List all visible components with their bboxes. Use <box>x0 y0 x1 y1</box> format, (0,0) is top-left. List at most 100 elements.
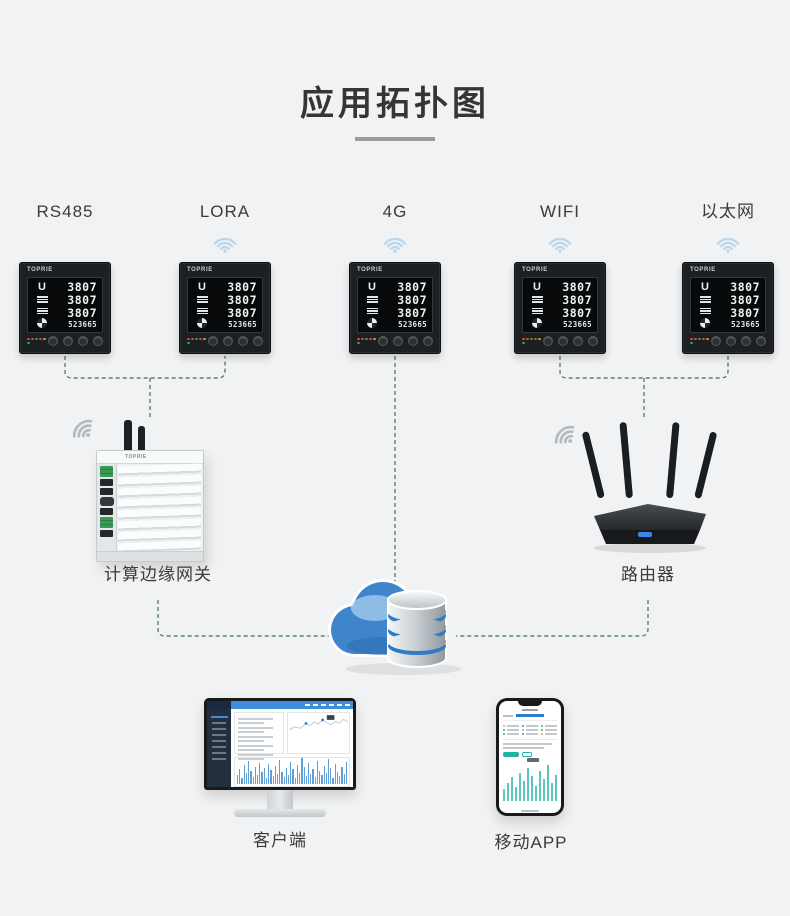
chart-bar <box>248 761 250 784</box>
ethernet-port <box>100 530 113 537</box>
meter-footer <box>357 335 433 347</box>
meter-energy-reading: 523665 <box>731 320 760 329</box>
meter-display: U 3807 3807 3807 523665 <box>187 277 263 333</box>
chart-bar <box>288 775 290 784</box>
gateway-ports-panel <box>97 464 117 561</box>
chart-bar <box>305 776 307 784</box>
router-antenna <box>694 432 717 499</box>
meter-brand-logo: TOPRIE <box>27 267 53 273</box>
chart-bar <box>323 766 325 784</box>
chart-bar <box>254 767 256 784</box>
ethernet-port <box>100 508 113 515</box>
gateway-brand-strip: TOPRIE <box>97 451 203 464</box>
voltage-u-icon: U <box>368 281 376 293</box>
meter-buttons <box>378 336 433 346</box>
quadrant-dial-icon <box>700 318 710 328</box>
chart-bar <box>290 762 292 784</box>
quadrant-dial-icon <box>197 318 207 328</box>
meter-reading: 3807 <box>67 306 97 320</box>
app-secondary-button <box>522 751 532 757</box>
chart-bar <box>303 767 305 784</box>
chart-bar <box>294 778 296 784</box>
chart-bar <box>550 782 554 801</box>
meter-buttons <box>208 336 263 346</box>
wifi-signal-icon <box>548 237 572 253</box>
chart-bar <box>538 770 542 801</box>
chart-bar <box>261 772 263 784</box>
phone-notch <box>518 701 542 706</box>
meter-display-icons: U <box>192 281 212 329</box>
meter-reading: 3807 <box>397 306 427 320</box>
app-body <box>499 701 561 803</box>
meter-buttons <box>543 336 598 346</box>
dashboard-form-panel <box>234 712 284 760</box>
chart-tooltip <box>527 757 539 762</box>
meter-reading: 3807 <box>730 306 760 320</box>
dashboard-panels <box>234 712 350 760</box>
status-leds <box>27 337 48 345</box>
connection-type-label: LORA <box>199 202 251 221</box>
bar-icon <box>196 307 208 316</box>
bar-icon <box>699 307 711 316</box>
meter-display-icons: U <box>695 281 715 329</box>
sidebar-menu-row <box>212 758 226 760</box>
chart-bar <box>259 763 261 784</box>
monitor-stand-neck <box>267 790 293 809</box>
meter-readings: 3807 3807 3807 523665 <box>547 281 593 329</box>
wireless-signal-icon <box>72 419 93 438</box>
chart-bar <box>312 769 314 784</box>
bar-icon <box>366 295 378 304</box>
app-data-grid <box>503 720 557 740</box>
ethernet-port <box>100 488 113 495</box>
voltage-u-icon: U <box>198 281 206 293</box>
meter-reading: 3807 <box>67 293 97 307</box>
app-kpi-row <box>503 714 557 717</box>
terminal-block <box>100 466 113 477</box>
database-cylinder <box>387 590 447 668</box>
chart-bar <box>292 769 294 784</box>
chart-bar <box>270 770 272 784</box>
dashboard-sidebar <box>207 709 231 787</box>
chart-bar <box>334 764 336 784</box>
router-antenna <box>619 422 633 498</box>
meter-footer <box>187 335 263 347</box>
chart-bar <box>339 776 341 784</box>
chart-bar <box>274 766 276 784</box>
gateway-label: 计算边缘网关 <box>104 565 212 584</box>
power-meter: TOPRIE U 3807 3807 3807 523665 <box>349 262 441 354</box>
meter-footer <box>522 335 598 347</box>
chart-bar <box>276 774 279 784</box>
dashboard-line-chart <box>287 712 350 754</box>
meter-brand-logo: TOPRIE <box>357 267 383 273</box>
chart-bar <box>325 773 327 784</box>
dashboard-logo-block <box>207 701 231 709</box>
meter-reading: 3807 <box>67 280 97 294</box>
chart-bar <box>336 772 339 784</box>
chart-bar <box>243 765 245 784</box>
meter-display: U 3807 3807 3807 523665 <box>357 277 433 333</box>
wifi-signal-icon <box>716 237 740 253</box>
chart-bar <box>283 777 285 784</box>
meter-reading: 3807 <box>562 293 592 307</box>
chart-bar <box>268 764 270 784</box>
quadrant-dial-icon <box>37 318 47 328</box>
meter-reading: 3807 <box>562 306 592 320</box>
chart-bar <box>522 780 526 801</box>
router-label: 路由器 <box>621 565 675 584</box>
chart-bar <box>321 775 323 784</box>
power-meter: TOPRIE U 3807 3807 3807 523665 <box>682 262 774 354</box>
status-leds <box>690 337 711 345</box>
chart-bar <box>256 775 259 784</box>
bar-icon <box>36 307 48 316</box>
device-column: 以太网 TOPRIE U <box>668 200 788 354</box>
meter-buttons <box>48 336 103 346</box>
meter-brand-logo: TOPRIE <box>690 267 716 273</box>
meter-readings: 3807 3807 3807 523665 <box>715 281 761 329</box>
meter-reading: 3807 <box>730 293 760 307</box>
device-column: 4G TOPRIE U <box>335 200 455 354</box>
voltage-u-icon: U <box>38 281 46 293</box>
voltage-u-icon: U <box>533 281 541 293</box>
meter-reading: 3807 <box>227 293 257 307</box>
wifi-slot <box>165 230 285 262</box>
